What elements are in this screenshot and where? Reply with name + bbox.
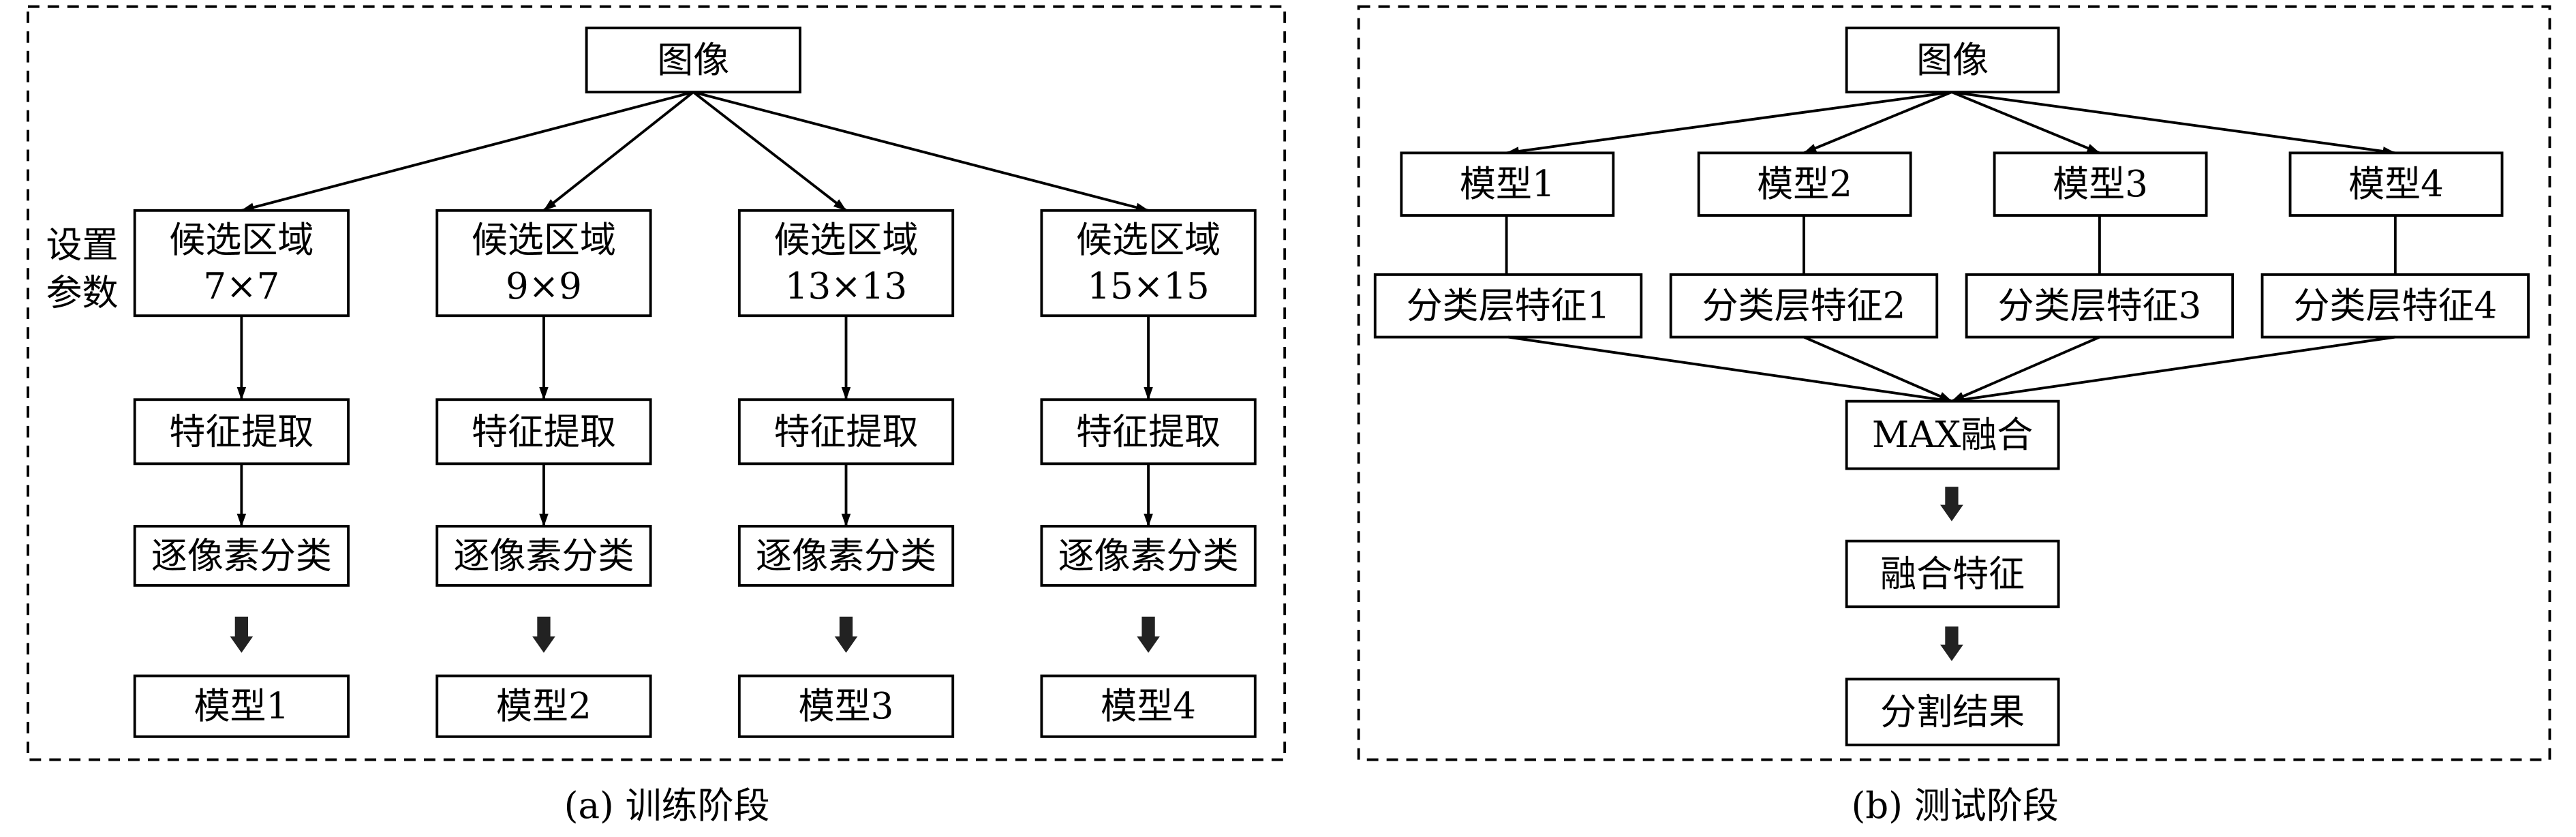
testing-panel-border [1357, 5, 2551, 761]
class-layer-feature-label-4: 分类层特征4 [2293, 285, 2497, 327]
train-branch-3: 候选区域 13×13 特征提取 逐像素分类 模型3 [737, 209, 955, 738]
feature-extract-label-3: 特征提取 [773, 410, 918, 453]
candidate-region-label-1: 候选区域 [169, 219, 313, 261]
test-branch-2: 模型2 分类层特征2 [1669, 151, 1939, 339]
train-image-node: 图像 [585, 27, 801, 94]
candidate-region-size-2: 9×9 [506, 265, 582, 307]
thick-arrow-1 [230, 616, 254, 653]
test-model-label-2: 模型2 [1757, 163, 1852, 205]
model-node-3: 模型3 [737, 674, 955, 738]
candidate-region-label-4: 候选区域 [1076, 219, 1221, 261]
thick-arrow-result [1940, 626, 1963, 661]
class-layer-feature-node-4: 分类层特征4 [2260, 273, 2530, 339]
test-model-node-4: 模型4 [2288, 151, 2504, 217]
test-branch-3: 模型3 分类层特征3 [1965, 151, 2235, 339]
pixel-classify-node-1: 逐像素分类 [133, 525, 350, 587]
edge-feature-3-to-fusion [1951, 335, 2100, 403]
candidate-region-size-1: 7×7 [203, 265, 279, 307]
training-panel-border [27, 5, 1287, 761]
thick-arrow-3 [834, 616, 858, 653]
segmentation-result-node: 分割结果 [1845, 678, 2060, 746]
class-layer-feature-node-3: 分类层特征3 [1965, 273, 2235, 339]
pixel-classify-label-3: 逐像素分类 [756, 534, 936, 577]
class-layer-feature-node-1: 分类层特征1 [1373, 273, 1643, 339]
fused-feature-label: 融合特征 [1880, 553, 2025, 595]
feature-extract-node-3: 特征提取 [737, 398, 955, 466]
test-model-node-1: 模型1 [1400, 151, 1615, 217]
model-node-4: 模型4 [1040, 674, 1257, 738]
model-label-2: 模型2 [496, 685, 592, 727]
test-model-label-3: 模型3 [2053, 163, 2148, 205]
class-layer-feature-label-3: 分类层特征3 [1997, 285, 2201, 327]
edge-feature-1-to-fusion [1507, 335, 1952, 404]
edge-feature-2-to-fusion [1803, 335, 1952, 403]
test-image-node: 图像 [1845, 27, 2060, 94]
edge-test-image-to-model-2 [1803, 91, 1952, 155]
class-layer-feature-label-1: 分类层特征1 [1407, 285, 1610, 327]
pixel-classify-label-2: 逐像素分类 [453, 534, 634, 577]
train-branch-4: 候选区域 15×15 特征提取 逐像素分类 模型4 [1040, 209, 1257, 738]
candidate-region-size-4: 15×15 [1087, 265, 1209, 307]
train-branch-1: 候选区域 7×7 特征提取 逐像素分类 模型1 [133, 209, 350, 738]
edge-image-to-region-3 [692, 91, 847, 212]
model-label-1: 模型1 [194, 685, 289, 727]
edge-image-to-region-4 [692, 91, 1150, 212]
feature-extract-node-1: 特征提取 [133, 398, 350, 466]
setup-params-label-line1: 设置 [46, 224, 119, 266]
candidate-region-node-4: 候选区域 15×15 [1040, 209, 1257, 318]
model-label-3: 模型3 [799, 685, 894, 727]
testing-caption: (b) 测试阶段 [1852, 785, 2059, 827]
thick-arrow-4 [1137, 616, 1160, 653]
pixel-classify-label-4: 逐像素分类 [1058, 534, 1239, 577]
candidate-region-label-3: 候选区域 [773, 219, 918, 261]
training-panel: 图像 设置 参数 候选区域 7×7 特征提取 逐像素分类 [27, 5, 1287, 827]
edge-test-image-to-model-1 [1505, 91, 1952, 156]
test-model-node-3: 模型3 [1993, 151, 2208, 217]
pixel-classify-node-4: 逐像素分类 [1040, 525, 1257, 587]
feature-extract-label-4: 特征提取 [1076, 410, 1221, 453]
max-fusion-node: MAX融合 [1845, 399, 2060, 470]
edge-feature-4-to-fusion [1950, 335, 2396, 404]
max-fusion-label: MAX融合 [1872, 414, 2033, 456]
train-branch-2: 候选区域 9×9 特征提取 逐像素分类 模型2 [435, 209, 652, 738]
feature-extract-node-2: 特征提取 [435, 398, 652, 466]
testing-panel: 图像 模型1 分类层特征1 模型2 分类层特征2 [1357, 5, 2551, 827]
pixel-classify-label-1: 逐像素分类 [151, 534, 332, 577]
test-model-label-1: 模型1 [1460, 163, 1555, 205]
pixel-classify-node-3: 逐像素分类 [737, 525, 955, 587]
candidate-region-node-2: 候选区域 9×9 [435, 209, 652, 318]
test-branch-4: 模型4 分类层特征4 [2260, 151, 2530, 339]
train-image-label: 图像 [657, 39, 729, 81]
edge-test-image-to-model-4 [1951, 91, 2396, 156]
training-caption: (a) 训练阶段 [564, 785, 770, 827]
thick-arrow-2 [532, 616, 555, 653]
segmentation-result-label: 分割结果 [1880, 691, 2025, 733]
candidate-region-node-1: 候选区域 7×7 [133, 209, 350, 318]
candidate-region-label-2: 候选区域 [472, 219, 616, 261]
class-layer-feature-node-2: 分类层特征2 [1669, 273, 1939, 339]
candidate-region-node-3: 候选区域 13×13 [737, 209, 955, 318]
feature-extract-label-1: 特征提取 [169, 410, 313, 453]
test-branch-1: 模型1 分类层特征1 [1373, 151, 1643, 339]
edge-test-image-to-model-3 [1951, 91, 2100, 155]
model-label-4: 模型4 [1101, 685, 1196, 727]
test-model-node-2: 模型2 [1697, 151, 1912, 217]
pixel-classify-node-2: 逐像素分类 [435, 525, 652, 587]
edge-image-to-region-1 [241, 91, 694, 212]
candidate-region-size-3: 13×13 [785, 265, 907, 307]
feature-extract-label-2: 特征提取 [472, 410, 616, 453]
thick-arrow-fusion [1940, 487, 1963, 521]
class-layer-feature-label-2: 分类层特征2 [1702, 285, 1906, 327]
model-node-1: 模型1 [133, 674, 350, 738]
model-node-2: 模型2 [435, 674, 652, 738]
edge-image-to-region-2 [542, 91, 694, 212]
test-model-label-4: 模型4 [2348, 163, 2444, 205]
fused-feature-node: 融合特征 [1845, 539, 2060, 609]
feature-extract-node-4: 特征提取 [1040, 398, 1257, 466]
setup-params-label-line2: 参数 [46, 271, 119, 314]
test-image-label: 图像 [1916, 39, 1989, 81]
